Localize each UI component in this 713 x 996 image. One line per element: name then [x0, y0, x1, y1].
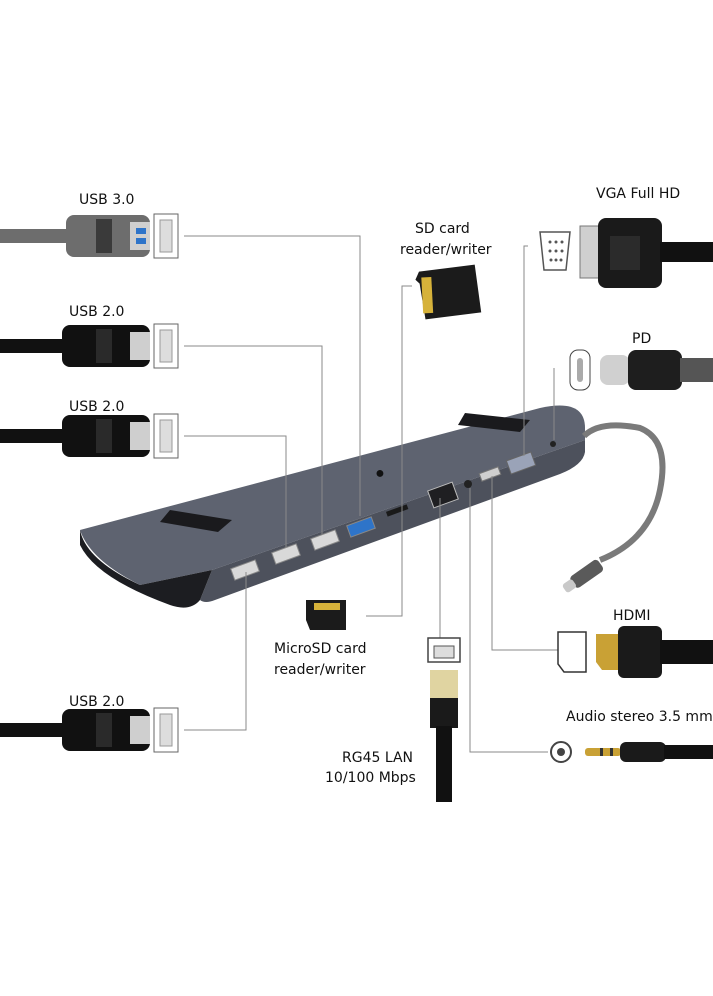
label-audio: Audio stereo 3.5 mm [566, 709, 713, 725]
usb-a-port-icon [271, 543, 301, 565]
label-usb20-c: USB 2.0 [69, 694, 124, 710]
usb30-cable [0, 229, 72, 243]
plug-metal [130, 716, 150, 744]
leader-lines [184, 235, 558, 753]
plug-metal [130, 422, 150, 450]
label-pd: PD [632, 331, 651, 347]
rubber-foot-left [160, 510, 232, 532]
lan-group: RG45 LAN 10/100 Mbps [325, 637, 461, 802]
dock-front-face [200, 440, 585, 602]
usb-c-plug-icon [562, 559, 604, 593]
sd-card-icon [415, 264, 482, 320]
pd-group: PD [569, 331, 713, 391]
plug-grip [96, 329, 112, 363]
label-sd-line1: SD card [415, 221, 470, 237]
vga-group: VGA Full HD [539, 186, 713, 288]
audio-group: Audio stereo 3.5 mm [550, 709, 713, 763]
microsd-group: MicroSD card reader/writer [274, 600, 366, 678]
usb30-connector: USB 3.0 [0, 192, 179, 259]
label-sd-line2: reader/writer [400, 242, 492, 258]
label-microsd-line2: reader/writer [274, 662, 366, 678]
audio-jack-icon [585, 742, 713, 762]
rj45-port-icon [427, 481, 459, 509]
vga-port-icon [505, 451, 537, 475]
plug-grip [96, 419, 112, 453]
usb-a-port-icon [230, 559, 260, 581]
plug-insert-blue [136, 238, 146, 244]
microsd-card-icon [306, 600, 346, 630]
label-hdmi: HDMI [613, 608, 651, 624]
sd-card-group: SD card reader/writer [400, 221, 492, 320]
label-usb20-a: USB 2.0 [69, 304, 124, 320]
label-vga: VGA Full HD [596, 186, 680, 202]
plug-grip [96, 713, 112, 747]
usb20-connector-a: USB 2.0 [0, 304, 179, 369]
vga-port-icon [539, 231, 571, 271]
plug-metal [130, 222, 150, 250]
plug-metal [130, 332, 150, 360]
dock-top-surface [80, 405, 585, 585]
plug-insert-blue [136, 228, 146, 234]
usb-a-port-icon [310, 529, 340, 551]
usb20b-cable [0, 429, 72, 443]
usb-c-plug-icon [600, 350, 713, 390]
hdmi-port-icon [557, 631, 587, 673]
dock-usb-c-cable [581, 422, 666, 563]
usb20c-cable [0, 723, 72, 737]
rubber-foot-right [458, 413, 530, 432]
port-hole [557, 748, 565, 756]
label-usb30: USB 3.0 [79, 192, 134, 208]
dock-left-end [80, 530, 212, 608]
port-tongue [159, 219, 173, 253]
rj45-port-icon [427, 637, 461, 663]
vga-plug-icon [579, 218, 713, 288]
usb20a-cable [0, 339, 72, 353]
docking-station: ● [80, 405, 585, 608]
plug-grip [96, 219, 112, 253]
port-tongue [159, 419, 173, 453]
usb-a-port-icon [346, 516, 376, 538]
port-tongue [577, 358, 583, 382]
usb-c-port-icon [550, 441, 556, 447]
microsd-slot [385, 504, 409, 517]
label-microsd-line1: MicroSD card [274, 641, 366, 657]
dock-logo-mark: ● [374, 468, 387, 480]
label-usb20-b: USB 2.0 [69, 399, 124, 415]
port-tongue [159, 713, 173, 747]
dock-ports [230, 441, 556, 581]
hdmi-group: HDMI [557, 608, 713, 678]
usb20-connector-c: USB 2.0 [0, 694, 179, 753]
label-lan-line2: 10/100 Mbps [325, 770, 416, 786]
port-tongue [159, 329, 173, 363]
hdmi-port-icon [478, 466, 502, 482]
usb20-connector-b: USB 2.0 [0, 399, 179, 459]
label-lan-line1: RG45 LAN [342, 750, 413, 766]
rj45-plug-icon [430, 670, 458, 802]
hdmi-plug-icon [596, 626, 713, 678]
audio-port-icon [464, 480, 472, 488]
